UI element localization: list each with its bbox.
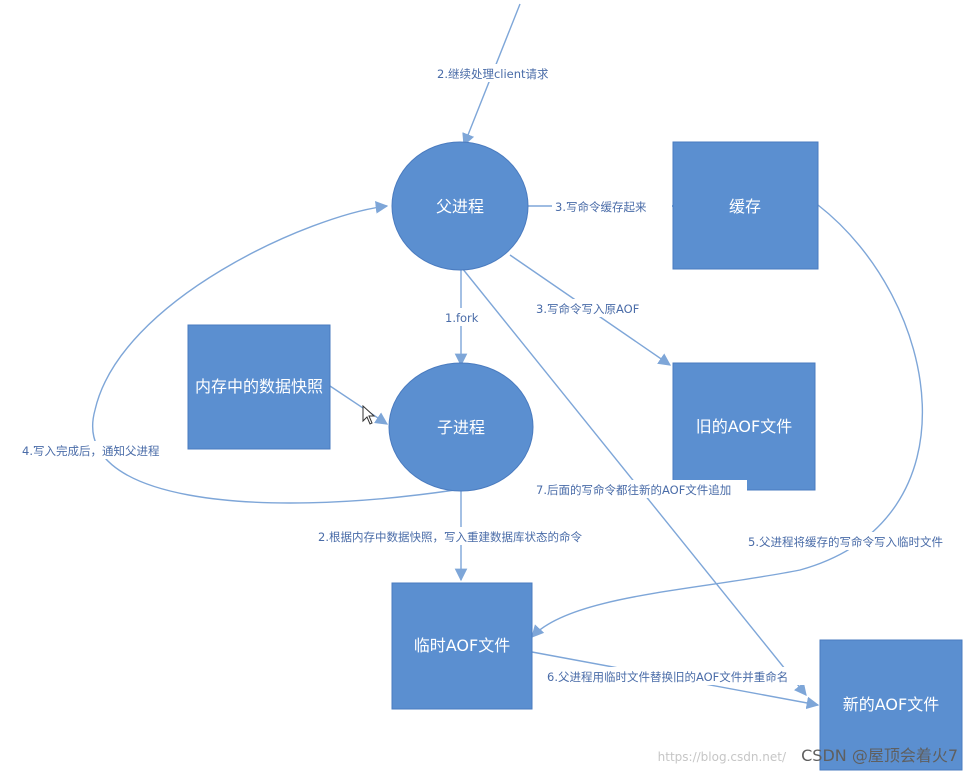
- new-aof-label: 新的AOF文件: [843, 695, 939, 714]
- watermark-url: https://blog.csdn.net/: [657, 750, 787, 764]
- parent-process-label: 父进程: [436, 197, 484, 216]
- child-process-label: 子进程: [437, 418, 485, 437]
- cache-label: 缓存: [729, 197, 761, 216]
- child-process-node: [388, 362, 534, 492]
- parent-process-node: [391, 141, 529, 271]
- memory-snapshot-node: [187, 324, 331, 450]
- label-child-writes-temp: 2.根据内存中数据快照，写入重建数据库状态的命令: [318, 530, 582, 544]
- label-child-done: 4.写入完成后，通知父进程: [22, 444, 160, 458]
- label-rename: 6.父进程用临时文件替换旧的AOF文件并重命名: [547, 670, 788, 684]
- cache-node: [672, 141, 819, 270]
- old-aof-label: 旧的AOF文件: [696, 417, 792, 436]
- new-aof-node: [819, 639, 963, 771]
- label-continue-client: 2.继续处理client请求: [437, 67, 549, 81]
- edge-child-to-parent: [92, 201, 456, 504]
- label-parent-writes-cache: 5.父进程将缓存的写命令写入临时文件: [748, 535, 943, 549]
- label-write-old-aof: 3.写命令写入原AOF: [536, 302, 639, 316]
- temp-aof-node: [391, 582, 533, 710]
- temp-aof-label: 临时AOF文件: [414, 636, 510, 655]
- watermark: https://blog.csdn.net/ CSDN @屋顶会着火7: [658, 742, 958, 766]
- label-fork: 1.fork: [445, 311, 479, 325]
- watermark-brand: CSDN @屋顶会着火7: [801, 746, 958, 765]
- old-aof-node: [672, 362, 816, 491]
- label-append-new-aof: 7.后面的写命令都往新的AOF文件追加: [536, 483, 731, 497]
- label-cache-write-cmd: 3.写命令缓存起来: [555, 200, 647, 214]
- mouse-cursor-icon: [362, 405, 376, 425]
- edge-snapshot-to-child: [329, 385, 389, 425]
- memory-snapshot-label: 内存中的数据快照: [195, 377, 323, 396]
